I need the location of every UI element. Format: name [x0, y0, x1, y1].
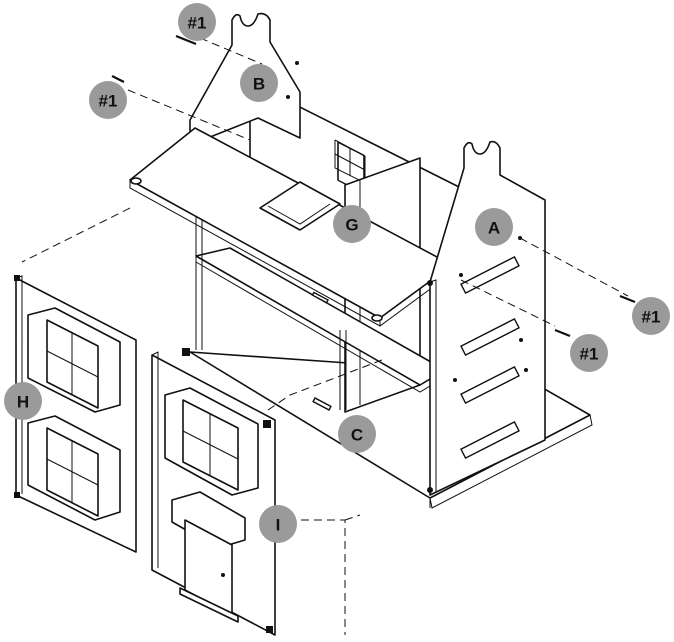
- label-screw-top: #1: [178, 3, 216, 41]
- svg-text:B: B: [253, 75, 265, 94]
- svg-text:H: H: [17, 393, 29, 412]
- label-h: H: [4, 382, 42, 420]
- label-screw-right-upper: #1: [632, 297, 670, 335]
- label-b: B: [240, 64, 278, 102]
- svg-text:I: I: [276, 516, 281, 535]
- svg-text:#1: #1: [99, 92, 118, 111]
- posts: [195, 215, 347, 410]
- front-panel-i: [151, 348, 276, 636]
- svg-text:#1: #1: [188, 14, 207, 33]
- svg-text:#1: #1: [642, 308, 661, 327]
- guide-lines: [21, 37, 629, 635]
- label-c: C: [338, 415, 376, 453]
- screws: [111, 34, 636, 338]
- label-screw-left: #1: [89, 81, 127, 119]
- right-wall-a: [427, 140, 546, 496]
- label-g: G: [333, 205, 371, 243]
- svg-text:C: C: [351, 426, 363, 445]
- front-panel-h: [14, 275, 137, 553]
- svg-text:#1: #1: [580, 345, 599, 364]
- svg-text:G: G: [345, 216, 358, 235]
- label-i: I: [259, 505, 297, 543]
- label-a: A: [475, 208, 513, 246]
- svg-text:A: A: [488, 219, 500, 238]
- label-screw-right-lower: #1: [570, 334, 608, 372]
